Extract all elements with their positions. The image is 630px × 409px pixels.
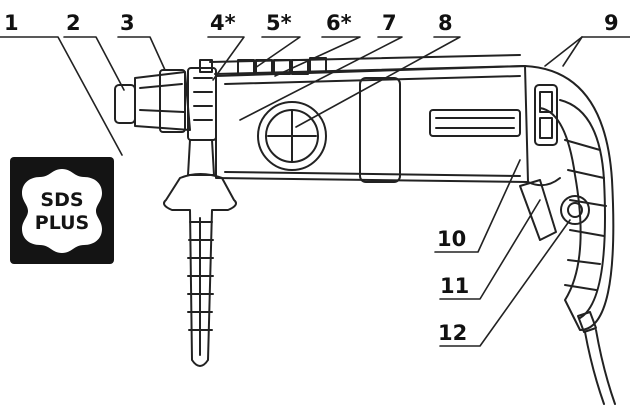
sds-plus-badge: SDS PLUS xyxy=(10,157,114,264)
leader-1 xyxy=(0,36,123,156)
callout-9: 9 xyxy=(604,11,619,35)
callout-7: 7 xyxy=(382,11,397,35)
callout-6: 6* xyxy=(326,11,352,35)
side-handle xyxy=(163,139,237,367)
leader-11 xyxy=(439,199,541,300)
motor-housing xyxy=(215,65,529,183)
leader-9b xyxy=(544,36,583,67)
leader-4 xyxy=(207,36,245,81)
callout-12: 12 xyxy=(438,321,468,345)
callout-3: 3 xyxy=(120,11,135,35)
speed-wheel xyxy=(560,195,590,225)
leader-2 xyxy=(63,36,125,91)
badge-line-plus: PLUS xyxy=(34,212,90,234)
leader-9c xyxy=(562,36,583,67)
callout-5: 5* xyxy=(266,11,292,35)
sds-chuck xyxy=(114,69,191,133)
power-cable xyxy=(577,311,616,405)
leader-7 xyxy=(239,36,403,121)
leader-8 xyxy=(295,36,461,128)
badge-line-sds: SDS xyxy=(40,189,84,211)
trigger xyxy=(519,179,557,241)
leader-5 xyxy=(254,36,301,69)
front-housing xyxy=(187,59,217,141)
reverse-switch xyxy=(534,84,558,146)
callout-4: 4* xyxy=(210,11,236,35)
leader-6 xyxy=(274,36,361,77)
callout-11: 11 xyxy=(440,274,470,298)
mode-selector xyxy=(257,101,327,171)
leader-10 xyxy=(434,159,521,253)
callout-2: 2 xyxy=(66,11,81,35)
callout-8: 8 xyxy=(438,11,453,35)
leader-12 xyxy=(439,219,571,347)
sds-plus-logo-shape xyxy=(22,169,102,253)
leader-lines xyxy=(0,36,630,347)
leader-3 xyxy=(117,36,166,71)
callout-10: 10 xyxy=(437,227,467,251)
callout-1: 1 xyxy=(4,11,19,35)
